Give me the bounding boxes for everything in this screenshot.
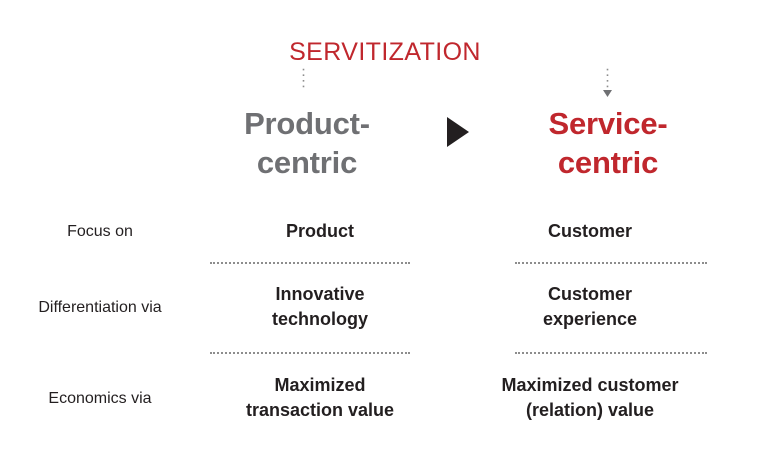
cell-service-differentiation-via-line2: experience: [542, 309, 638, 329]
cell-product-economics-via-line2: transaction value: [245, 400, 395, 420]
column-header-service-centric-line1: Service-: [548, 106, 668, 141]
column-header-product-centric: Product- centric: [177, 104, 437, 182]
arrow-down-icon: [603, 90, 612, 97]
table-row: Focus on Product Customer: [0, 200, 770, 264]
row-separator-right: [515, 352, 707, 354]
cell-product-differentiation-via-line2: technology: [271, 309, 368, 329]
column-header-service-centric-line2: centric: [557, 145, 659, 180]
row-separator-left: [210, 262, 410, 264]
column-header-product-centric-line2: centric: [256, 145, 358, 180]
column-header-product-centric-line1: Product-: [244, 106, 370, 141]
triangle-right-icon: [447, 117, 469, 147]
servitization-title: SERVITIZATION: [0, 36, 770, 68]
table-row: Economics via Maximized transaction valu…: [0, 352, 770, 444]
row-separator-right: [515, 262, 707, 264]
cell-service-focus-on: Customer: [470, 219, 710, 244]
cell-service-economics-via: Maximized customer (relation) value: [470, 373, 710, 423]
cell-service-differentiation-via-line1: Customer: [547, 284, 632, 304]
cell-product-focus-on-line1: Product: [285, 220, 354, 241]
cell-service-focus-on-line1: Customer: [547, 220, 632, 241]
cell-service-differentiation-via: Customer experience: [470, 282, 710, 332]
cell-product-differentiation-via: Innovative technology: [200, 282, 440, 332]
comparison-table: Focus on Product Customer Differentiatio…: [0, 200, 770, 444]
row-separator: [0, 352, 770, 354]
cell-product-economics-via-line1: Maximized: [274, 375, 366, 395]
cell-product-focus-on: Product: [200, 219, 440, 244]
row-separator-left: [210, 352, 410, 354]
row-separator: [0, 262, 770, 264]
cell-service-economics-via-line2: (relation) value: [525, 400, 655, 420]
cell-service-economics-via-line1: Maximized customer: [501, 375, 679, 395]
column-header-service-centric: Service- centric: [478, 104, 738, 182]
cell-product-economics-via: Maximized transaction value: [200, 373, 440, 423]
servitization-title-text: SERVITIZATION: [277, 36, 493, 68]
table-row: Differentiation via Innovative technolog…: [0, 262, 770, 354]
row-label-differentiation-via: Differentiation via: [38, 298, 162, 316]
cell-product-differentiation-via-line1: Innovative: [275, 284, 365, 304]
row-label-focus-on: Focus on: [67, 222, 133, 240]
row-label-economics-via: Economics via: [48, 389, 152, 407]
